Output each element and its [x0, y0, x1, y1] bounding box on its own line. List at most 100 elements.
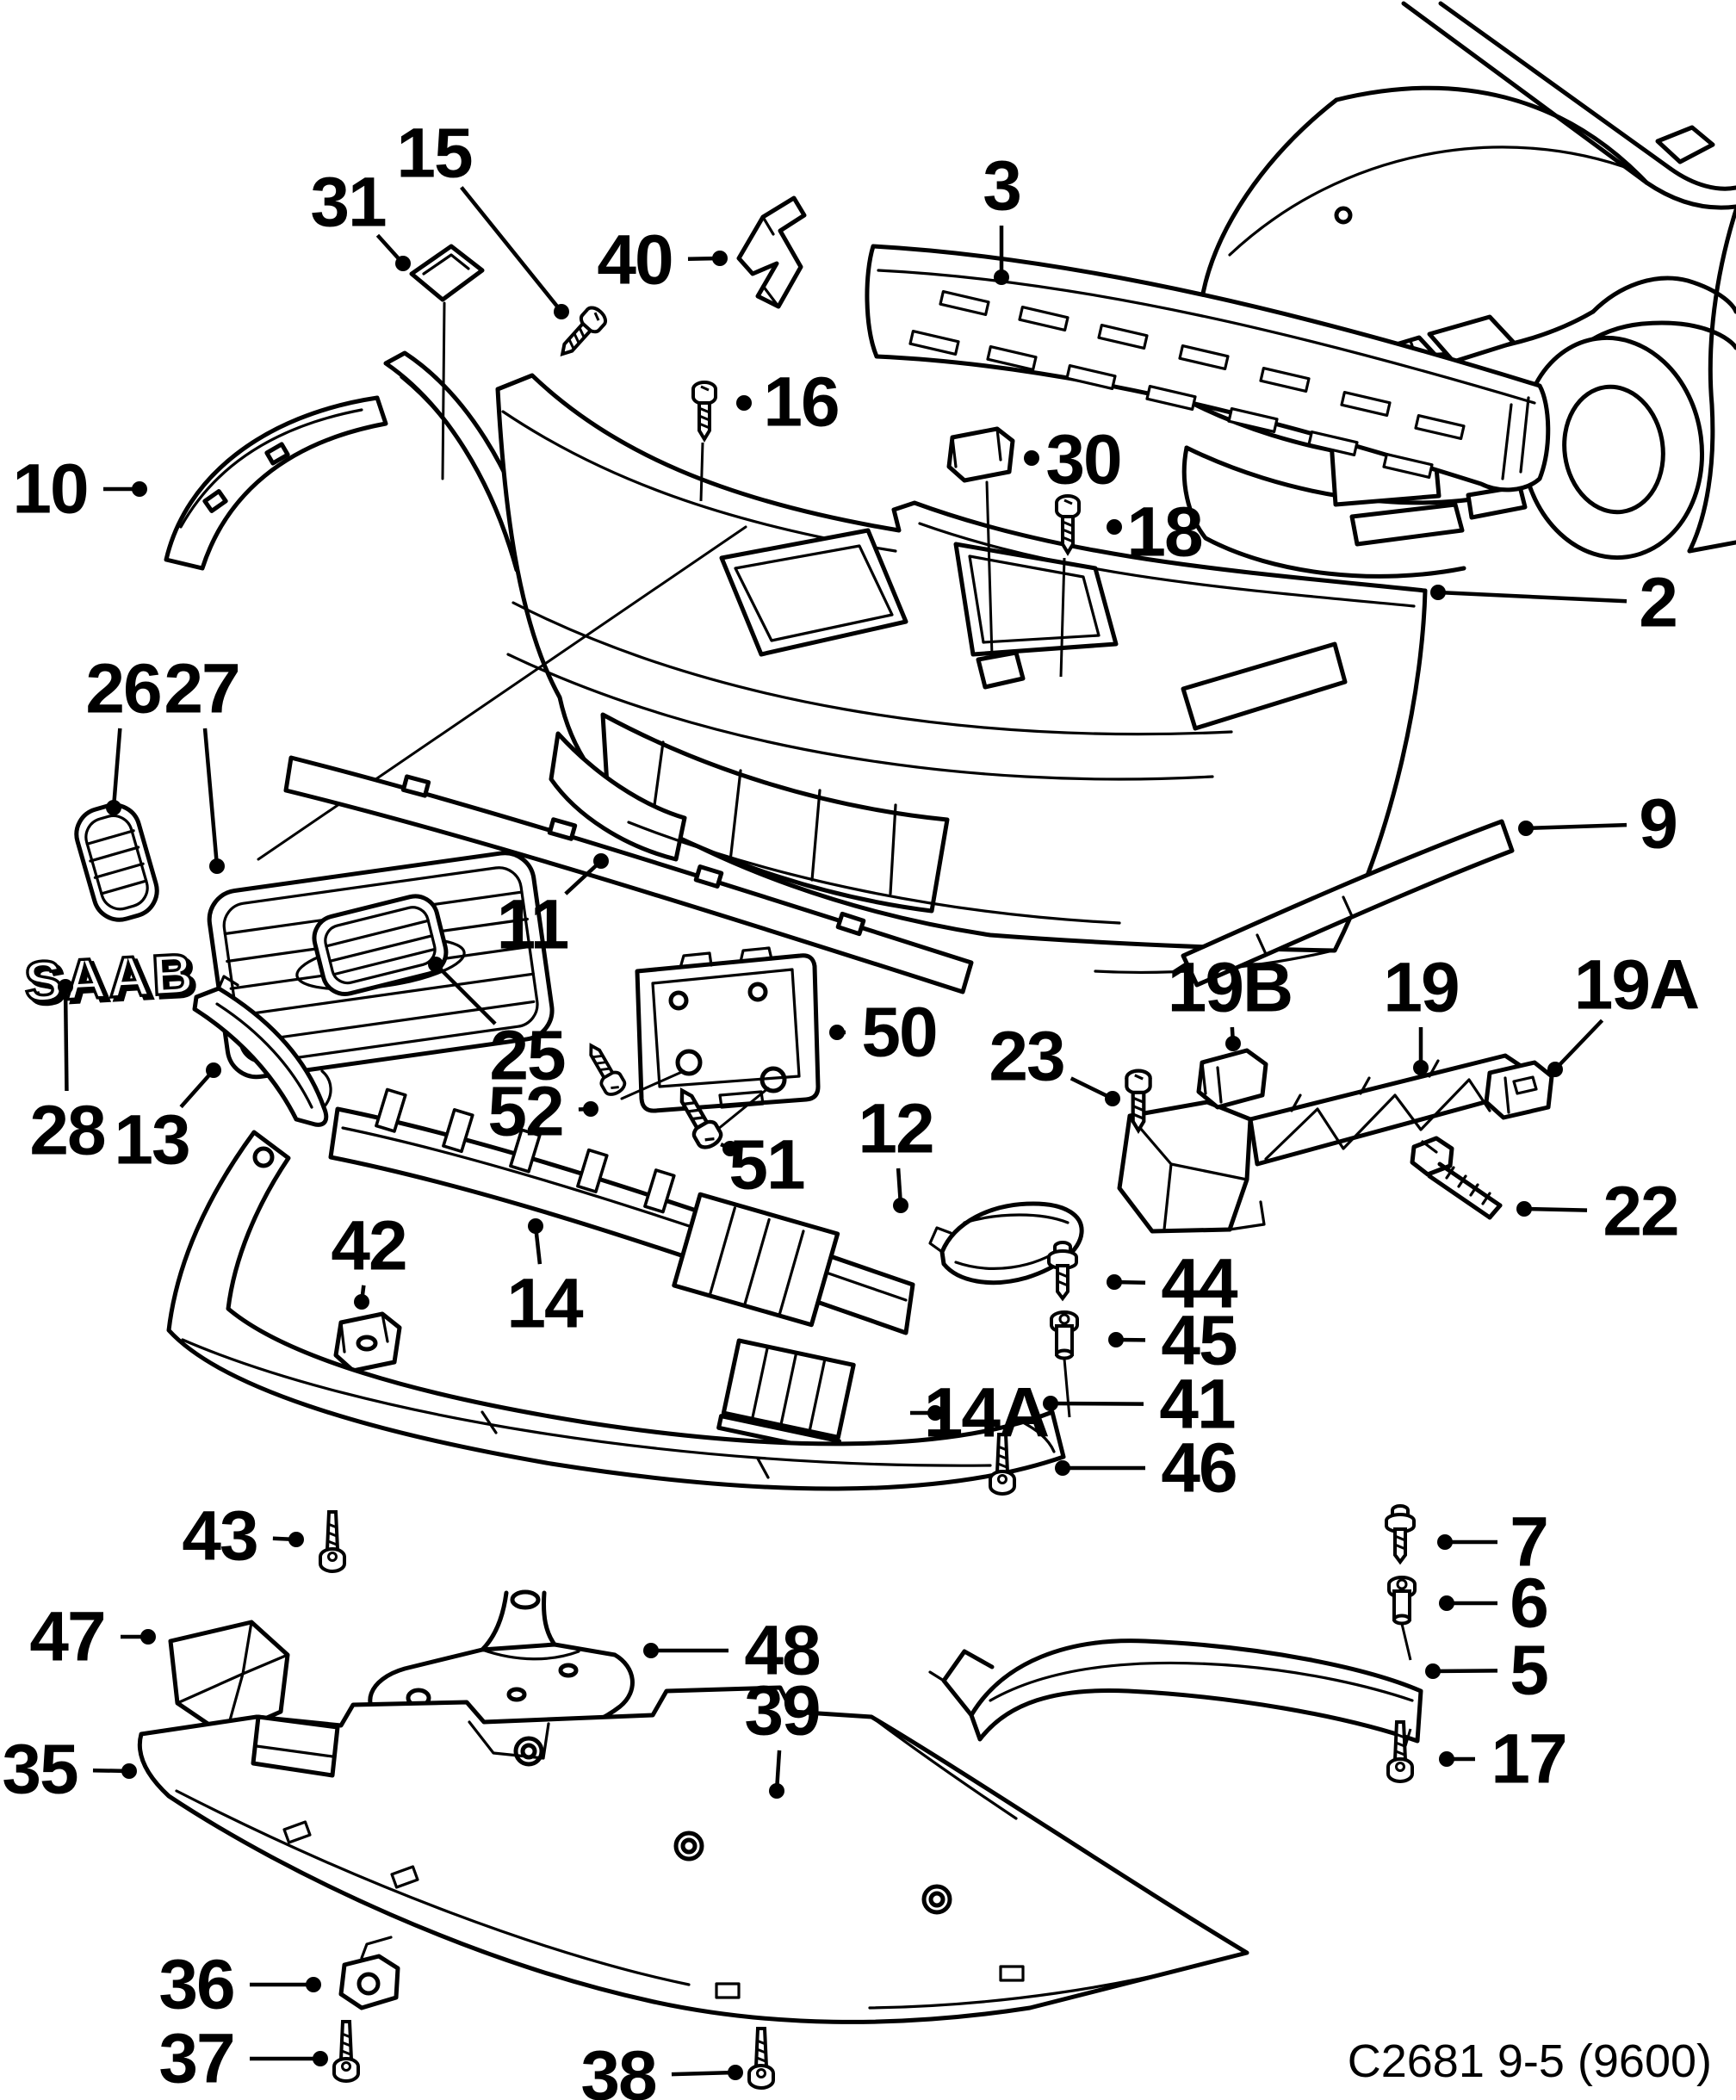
- impact-bar-slot: [1259, 367, 1311, 393]
- callout-46-dot: [1055, 1460, 1070, 1476]
- callout-15-label: 15: [396, 115, 472, 193]
- callout-17-label: 17: [1491, 1720, 1566, 1799]
- callout-3-dot: [994, 269, 1009, 285]
- callout-17-dot: [1439, 1751, 1454, 1767]
- callout-25: 25: [428, 957, 567, 1095]
- callout-28: 28: [29, 979, 107, 1170]
- callout-9-line: [1525, 822, 1628, 831]
- screw-18-line: [1059, 557, 1066, 678]
- callout-19-dot: [1413, 1060, 1429, 1075]
- callout-2-line: [1437, 590, 1628, 604]
- absorber-section-14a: [716, 1338, 856, 1455]
- callout-47-dot: [140, 1629, 156, 1645]
- callout-42: 42: [331, 1207, 408, 1310]
- callout-38-line: [671, 2070, 736, 2077]
- callout-3: 3: [983, 147, 1022, 285]
- callout-38: 38: [580, 2037, 743, 2100]
- callout-35-dot: [121, 1763, 137, 1779]
- car-illustration: [1181, 1, 1736, 579]
- callout-50-dot: [829, 1025, 845, 1040]
- callout-9-label: 9: [1639, 785, 1677, 864]
- absorber-fin: [509, 1128, 542, 1174]
- callout-51: 51: [720, 1126, 806, 1205]
- saab-badge: SAAB SAAB: [22, 939, 202, 1018]
- callout-37-dot: [313, 2051, 328, 2066]
- screw-16: [691, 381, 717, 441]
- screw-43: [319, 1510, 346, 1573]
- callout-40-dot: [712, 251, 728, 266]
- impact-bar-slot: [1065, 364, 1117, 390]
- screw-16-line: [699, 442, 704, 502]
- impact-bar: [865, 244, 1551, 492]
- callout-40-label: 40: [597, 221, 672, 300]
- callout-5-dot: [1425, 1663, 1441, 1679]
- saab-badge-shadow: SAAB: [27, 945, 202, 1017]
- callout-50-label: 50: [861, 994, 936, 1072]
- callout-30-label: 30: [1045, 421, 1120, 499]
- callout-19-label: 19: [1383, 949, 1458, 1027]
- callout-12: 12: [858, 1090, 935, 1213]
- callout-19B: 19B: [1168, 949, 1293, 1051]
- callout-36-label: 36: [158, 1946, 233, 2024]
- callout-19A: 19A: [1547, 946, 1701, 1077]
- callout-44-label: 44: [1161, 1245, 1238, 1323]
- impact-bar-slot: [1227, 407, 1279, 433]
- callout-37-label: 37: [158, 2020, 233, 2098]
- callout-48-label: 48: [744, 1612, 820, 1690]
- impact-bar-slot: [1340, 391, 1392, 417]
- impact-bar-slot: [1145, 385, 1197, 411]
- callout-35: 35: [2, 1731, 137, 1809]
- callout-37: 37: [158, 2020, 328, 2098]
- callout-47-label: 47: [29, 1598, 104, 1676]
- callout-11-line: [564, 859, 603, 895]
- impact-bar-slot: [908, 330, 960, 356]
- callout-7-dot: [1437, 1534, 1453, 1550]
- callout-13: 13: [114, 1062, 221, 1180]
- bumper-cover: [495, 373, 1428, 975]
- callout-51-label: 51: [728, 1126, 804, 1205]
- callout-51-dot: [722, 1141, 738, 1156]
- grille-25: [312, 894, 449, 996]
- callout-22-dot: [1516, 1201, 1532, 1217]
- callout-6-dot: [1439, 1595, 1454, 1611]
- callout-28-label: 28: [29, 1092, 105, 1170]
- callout-9-dot: [1518, 821, 1534, 836]
- callout-28-line: [63, 986, 69, 1092]
- callout-46-label: 46: [1161, 1429, 1236, 1508]
- callout-35-label: 35: [2, 1731, 78, 1809]
- callout-15-dot: [554, 304, 569, 319]
- callout-15-line: [460, 186, 563, 313]
- callout-47: 47: [29, 1598, 156, 1676]
- callout-19A-dot: [1547, 1062, 1563, 1077]
- callout-22-line: [1523, 1206, 1588, 1212]
- grille-26: [74, 802, 159, 922]
- callout-26-line: [111, 728, 122, 808]
- spacer-6-line: [1400, 1623, 1412, 1661]
- bolt-7: [1385, 1504, 1416, 1564]
- callout-16: 16: [736, 363, 840, 442]
- callout-30: 30: [1024, 421, 1123, 499]
- absorber-fin: [643, 1168, 676, 1214]
- callout-40: 40: [597, 221, 728, 300]
- callout-18: 18: [1107, 493, 1204, 572]
- trim-strip-9: [1181, 819, 1515, 988]
- callout-39: 39: [744, 1672, 822, 1799]
- callout-14-label: 14: [506, 1265, 584, 1343]
- callout-25-line: [434, 963, 497, 1025]
- callout-14-dot: [528, 1218, 543, 1234]
- callout-31-dot: [395, 256, 411, 271]
- callout-52-dot: [583, 1101, 598, 1117]
- callout-13-line: [179, 1069, 215, 1109]
- absorber-fin: [442, 1108, 474, 1154]
- callout-2: 2: [1430, 564, 1678, 642]
- callout-42-label: 42: [331, 1207, 406, 1285]
- callout-41: 41: [1043, 1366, 1237, 1444]
- saab-badge-text: SAAB: [22, 941, 197, 1013]
- absorber-14: [328, 1087, 915, 1335]
- clip-36: [338, 1936, 400, 2010]
- callout-19A-label: 19A: [1574, 946, 1699, 1025]
- callout-52-label: 52: [487, 1073, 562, 1151]
- spacer-6: [1387, 1576, 1417, 1626]
